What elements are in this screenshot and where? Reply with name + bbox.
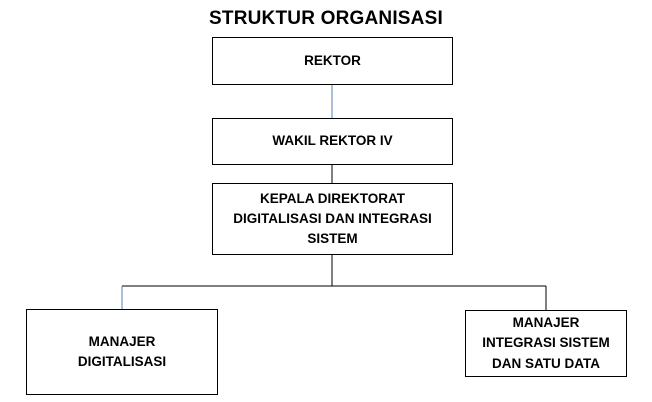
node-wakil-rektor-label: WAKIL REKTOR IV: [272, 133, 393, 149]
node-kepala-direktorat: KEPALA DIREKTORAT DIGITALISASI DAN INTEG…: [212, 183, 453, 255]
chart-title: STRUKTUR ORGANISASI: [209, 8, 443, 29]
node-manajer-integrasi: MANAJER INTEGRASI SISTEM DAN SATU DATA: [465, 310, 627, 377]
node-kepala-direktorat-label: KEPALA DIREKTORAT DIGITALISASI DAN INTEG…: [233, 190, 432, 247]
node-manajer-digitalisasi: MANAJER DIGITALISASI: [26, 309, 218, 395]
node-manajer-digitalisasi-label: MANAJER DIGITALISASI: [77, 333, 167, 369]
node-rektor: REKTOR: [212, 37, 453, 85]
node-rektor-label: REKTOR: [304, 52, 361, 68]
node-wakil-rektor: WAKIL REKTOR IV: [212, 118, 453, 165]
node-manajer-integrasi-label: MANAJER INTEGRASI SISTEM DAN SATU DATA: [482, 315, 610, 371]
